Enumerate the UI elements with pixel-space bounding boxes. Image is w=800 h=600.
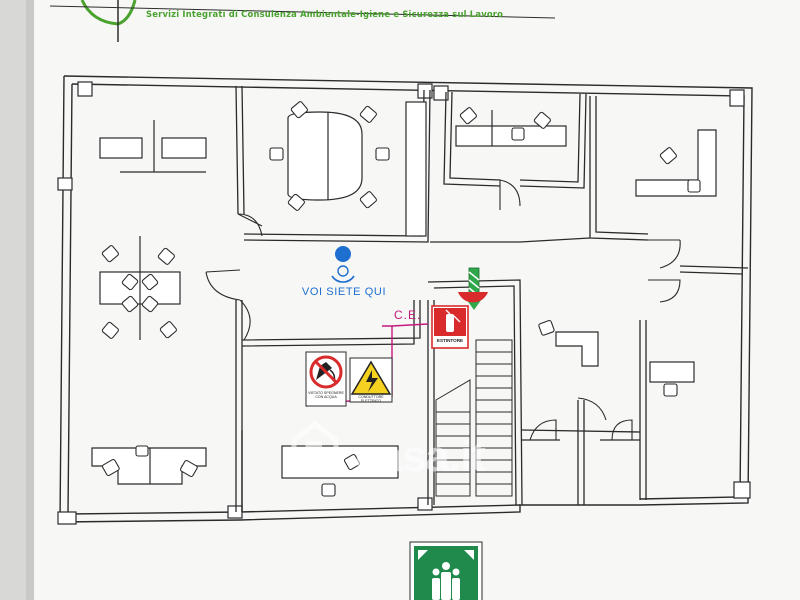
you-are-here-label: VOI SIETE QUI <box>301 286 387 298</box>
fire-door-marker <box>458 292 488 303</box>
header-rule <box>49 5 556 19</box>
electrical-panel-label: C.E. <box>394 308 422 322</box>
watermark-text: casa.it <box>355 432 486 481</box>
voltage-label: CONDUTTORE ELETTRICO <box>358 395 384 403</box>
voltage-warning-icon <box>349 357 393 403</box>
doors <box>205 179 681 441</box>
you-are-here-icon <box>331 246 355 283</box>
extinguisher-icon <box>431 305 469 349</box>
assembly-point-icon <box>409 541 483 600</box>
staircase <box>435 339 513 497</box>
pillars <box>57 81 751 525</box>
company-tagline: Servizi Integrati di Consulenza Ambienta… <box>146 9 504 19</box>
no-water-label: VIETATO SPEGNERE CON ACQUA <box>308 391 344 400</box>
outer-walls <box>59 75 753 523</box>
furniture-chairs <box>101 101 701 497</box>
extinguisher-label: ESTINTORE <box>436 338 464 343</box>
no-water-icon <box>305 351 347 407</box>
furniture-desks <box>91 101 717 485</box>
watermark-logo-icon <box>291 420 339 465</box>
company-logo <box>80 0 137 42</box>
